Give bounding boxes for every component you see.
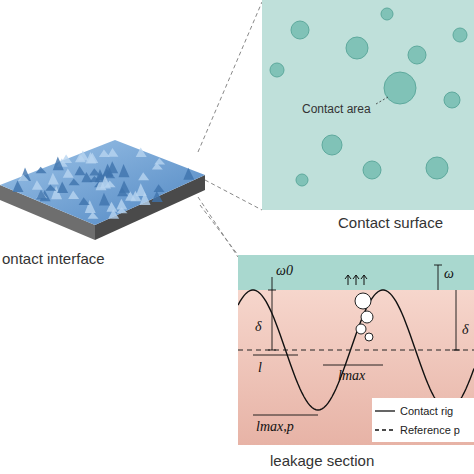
contact-spot [346,37,368,59]
flow-arrow [361,275,367,285]
seal-body [238,255,474,290]
contact-panel: Contact surface [262,0,474,236]
contact-spot [322,135,342,155]
contact-spot [381,8,393,20]
asperity [183,168,194,180]
dimension-line [323,365,383,366]
asperity [88,212,99,219]
asperity [53,156,64,170]
asperity [138,172,149,180]
asperity [116,199,127,210]
asperity [154,184,165,192]
illustration [262,0,474,236]
asperity [152,163,163,170]
panel-caption: Contact surface [338,214,443,231]
panel-caption: leakage section [270,452,374,469]
contact-spot [296,174,308,186]
contact-spot [384,72,416,104]
leader-line [205,180,262,210]
dimension-label: lmax [338,369,365,383]
asperity [75,166,86,175]
asperity [45,185,56,191]
asperity [57,182,68,193]
surface-figure: ontact interface [0,140,210,270]
dimension-line [452,350,460,351]
asperity [36,167,47,173]
callout-label: Contact area [302,103,371,115]
rough-profile [238,290,474,410]
legend-sample [374,425,396,435]
contact-spot [426,157,448,179]
dimension-line [253,355,298,356]
contact-spot [363,161,381,179]
asperity [36,190,47,200]
asperity [119,180,130,192]
asperity [69,179,80,186]
asperity [63,169,74,178]
dimension-label: ω0 [276,264,293,278]
legend-text: Contact rig [400,405,453,417]
dimension-line [253,415,318,416]
dimension-label: δ [462,323,469,337]
leak-bubble [361,311,373,323]
dimension-line [272,290,273,350]
asperity [140,192,151,205]
dimension-label: ω [444,267,454,281]
asperity [85,152,96,163]
panel-caption: ontact interface [2,250,105,267]
rough-surface [0,140,205,225]
dimension-line [434,265,442,266]
flow-arrow [353,275,359,285]
leak-bubble [365,333,373,341]
asperity [107,161,118,173]
contact-spot [270,63,284,77]
dimension-label: δ [255,320,262,334]
legend-box: Contact rigReference p [372,398,474,442]
dimension-line [268,350,276,351]
leader-connector [198,197,238,257]
leak-bubble [355,293,371,309]
contact-spot [408,46,426,64]
contact-plane [262,0,474,210]
legend-entry: Reference p [374,420,474,439]
asperity [100,175,111,188]
asperity [32,180,43,190]
flow-arrow [345,275,351,285]
asperity [68,191,79,200]
reference-line [238,350,474,351]
dimension-line [456,290,457,350]
leak-bubble [356,324,366,334]
dimension-line [272,277,273,290]
asperity [75,153,86,162]
asperity [119,164,130,177]
dimension-line [438,265,439,290]
asperity [107,148,118,157]
asperity [79,197,90,205]
legend-entry: Contact rig [374,401,474,420]
dimension-label: l [258,361,262,375]
asperity [18,174,29,181]
leader-line [200,205,238,255]
asperity [154,158,165,164]
asperity [152,191,163,202]
dimension-label: lmax,p [256,420,294,434]
contact-spot [453,28,467,42]
legend-sample [374,406,396,416]
asperity [136,148,147,158]
asperity [48,173,59,185]
asperity [99,193,110,206]
contact-spot [291,21,309,39]
legend-text: Reference p [400,424,460,436]
contact-spot [444,92,460,108]
leader-line [376,97,388,104]
asperity [12,180,23,192]
leader-connector [198,2,262,152]
